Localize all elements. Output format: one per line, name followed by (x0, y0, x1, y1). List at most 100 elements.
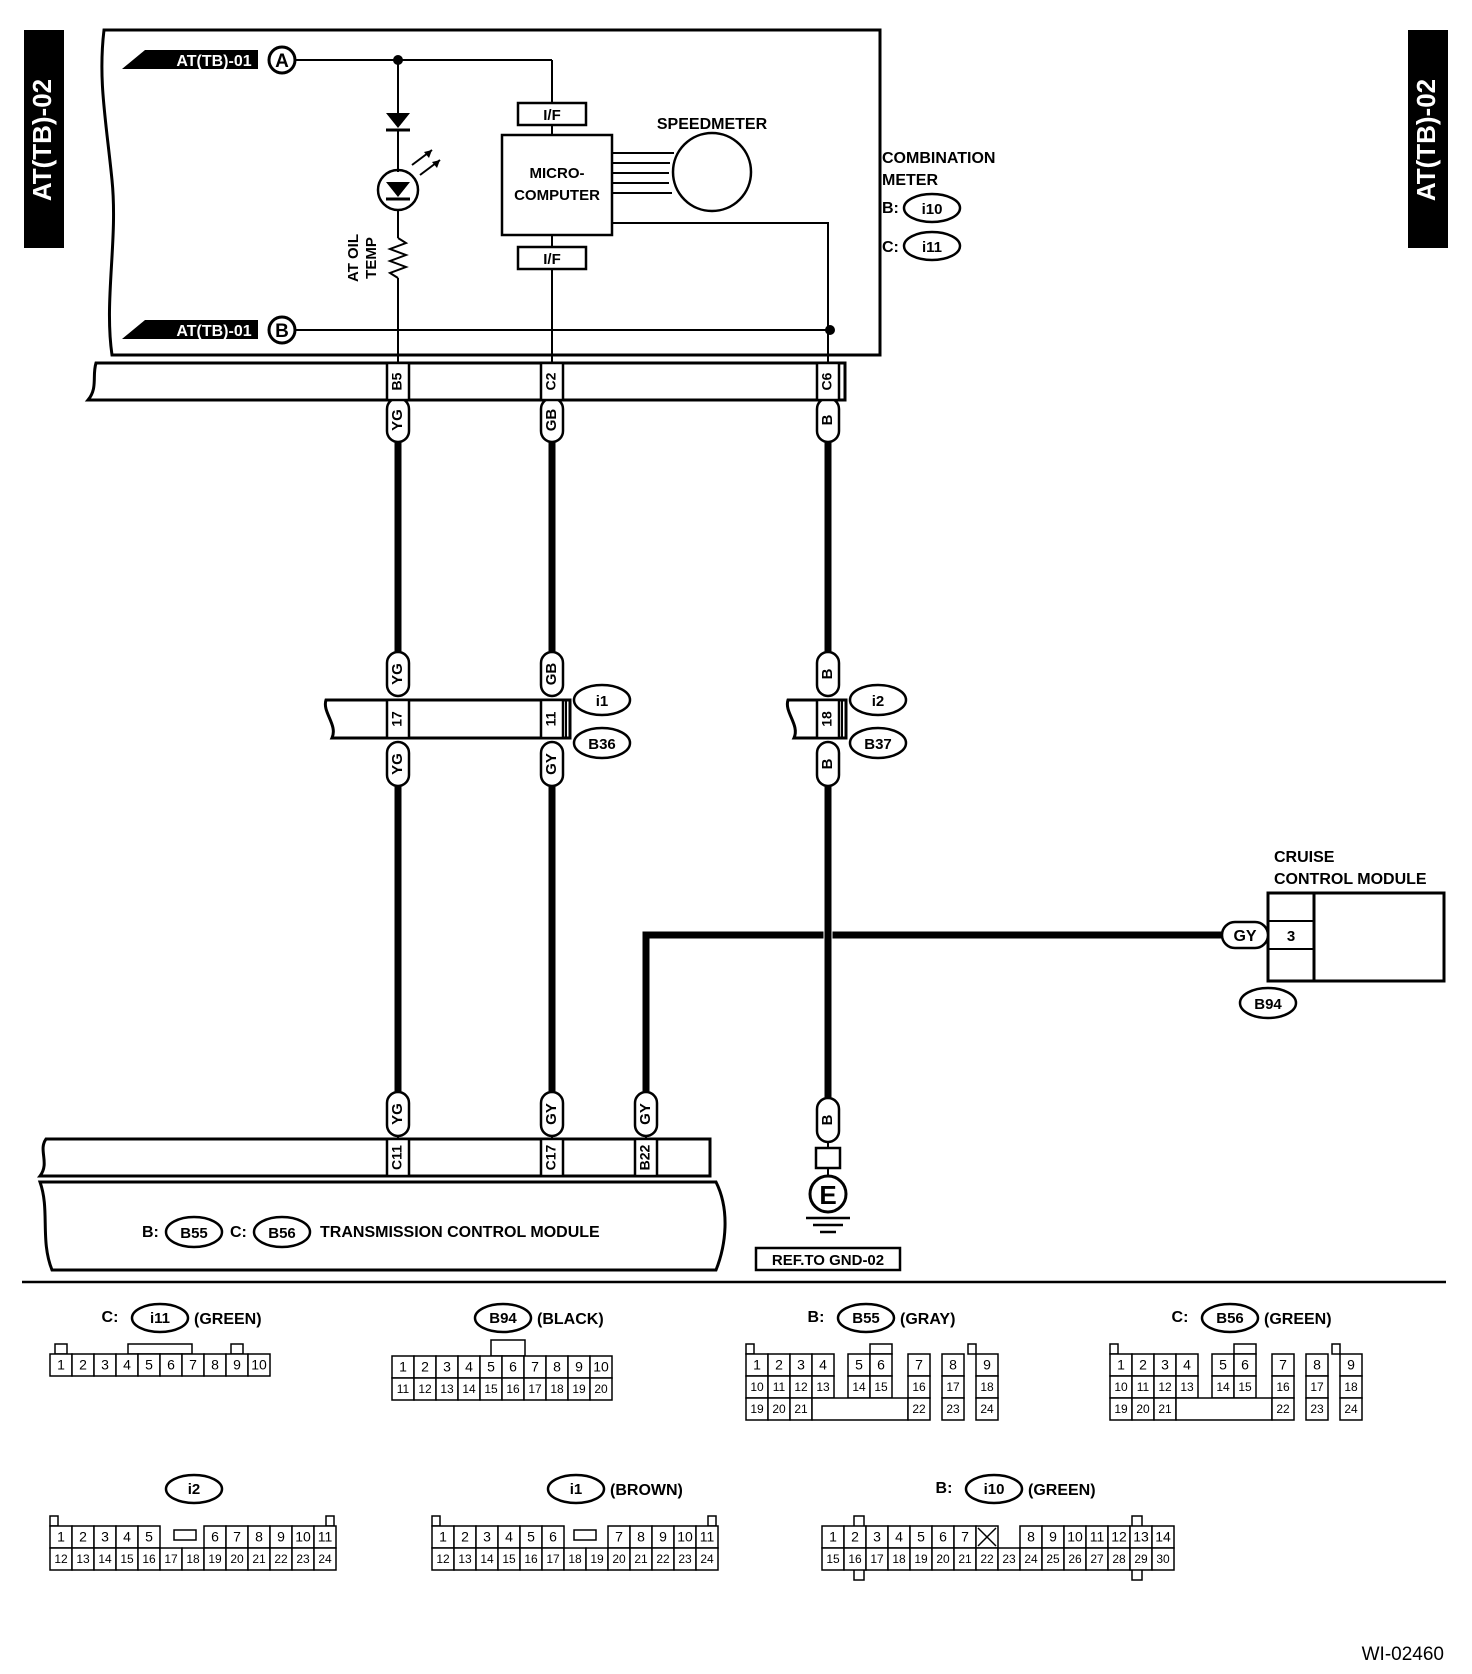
conn-view-i2-title: i2 (164, 1473, 224, 1505)
conn-view-i2-row1b-cell-6: 6 (211, 1529, 219, 1545)
conn-view-i10-row1-cell-3: 3 (873, 1529, 881, 1545)
oil-temp-label-2: TEMP (363, 237, 380, 279)
wire-runs (394, 440, 1222, 1100)
wire-tag-17-upper-pill (385, 650, 411, 698)
conn-view-b55-a-cell-1: 1 (753, 1357, 761, 1373)
conn-view-b94-row1-cell-4: 4 (465, 1359, 473, 1375)
conn-view-b55-i-cell-17: 17 (946, 1380, 960, 1394)
conn-view-i1-row2-cell-12: 12 (436, 1552, 450, 1566)
input-a-label: AT(TB)-01 (176, 53, 251, 70)
conn-view-i2-row2-cell-16: 16 (142, 1552, 156, 1566)
joint-pin-11: 11 (543, 711, 559, 726)
conn-view-i10-row2-cell-27: 27 (1090, 1552, 1104, 1566)
conn-view-i2-row1b-cell-9: 9 (277, 1529, 285, 1545)
page-tag-left-text: AT(TB)-02 (27, 79, 57, 201)
conn-view-i2-row2-cell-17: 17 (164, 1552, 178, 1566)
conn-view-i10-row1-cell-13: 13 (1133, 1529, 1149, 1545)
conn-view-i1-title: i1(BROWN) (546, 1473, 683, 1505)
conn-view-b94-row1-cell-9: 9 (575, 1359, 583, 1375)
tcm-prefix-b: B: (142, 1224, 159, 1241)
conn-view-i2-row2-cell-23: 23 (296, 1552, 310, 1566)
conn-view-i2-row2-cell-15: 15 (120, 1552, 134, 1566)
joint-pin-11-box (539, 698, 565, 740)
conn-view-i10-row2-cell-29: 29 (1134, 1552, 1148, 1566)
conn-view-b56-f-cell-12: 12 (1158, 1380, 1172, 1394)
page-tag-left: AT(TB)-02 (24, 30, 64, 248)
conn-view-i2-row1a-cell-3: 3 (101, 1529, 109, 1545)
conn-view-i1-row1a-cell-1: 1 (439, 1529, 447, 1545)
conn-view-b56-i-cell-17: 17 (1310, 1380, 1324, 1394)
wire-tag-18-lower: B (819, 758, 836, 769)
input-b-label: AT(TB)-01 (176, 323, 251, 340)
conn-view-i2-title-id: i2 (188, 1481, 201, 1498)
conn-view-b56-b-cell-6: 6 (1241, 1357, 1249, 1373)
conn-view-i2-row1b-cell-10: 10 (295, 1529, 311, 1545)
wire-tag-18-lower-pill (815, 740, 841, 788)
wire-tag-11-upper-pill (539, 650, 565, 698)
tcm-title: TRANSMISSION CONTROL MODULE (320, 1224, 600, 1241)
conn-view-b56-i: 17 (1305, 1375, 1329, 1399)
conn-view-b56-h: 16 (1271, 1375, 1295, 1399)
tcm-pin-b22: B22 (637, 1144, 653, 1170)
tcm-pin-c11: C11 (389, 1145, 405, 1170)
conn-view-i1-row1a-cell-4: 4 (505, 1529, 513, 1545)
conn-view-i1-row1b-cell-9: 9 (659, 1529, 667, 1545)
conn-view-b94-row1-cell-10: 10 (593, 1359, 609, 1375)
conn-view-b56-k-cell-21: 21 (1158, 1402, 1172, 1416)
conn-view-i2-row2-cell-12: 12 (54, 1552, 68, 1566)
conn-view-i10-row2-cell-19: 19 (914, 1552, 928, 1566)
conn-view-b55-j-cell-18: 18 (980, 1380, 994, 1394)
conn-view-i11-grid-cell-4: 4 (123, 1357, 131, 1373)
conn-view-b56-title-color: (GREEN) (1264, 1311, 1332, 1328)
conn-view-b56-f-cell-11: 11 (1137, 1380, 1150, 1394)
conn-view-b55-f-cell-11: 11 (773, 1380, 786, 1394)
conn-view-i10-row1-cell-12: 12 (1111, 1529, 1127, 1545)
conn-view-b94-row2-cell-19: 19 (572, 1382, 586, 1396)
conn-view-b94-title-id: B94 (489, 1310, 517, 1327)
conn-view-i10-row1-cell-5: 5 (917, 1529, 925, 1545)
conn-view-i10-row2-cell-17: 17 (870, 1552, 884, 1566)
conn-view-i2-row2-cell-19: 19 (208, 1552, 222, 1566)
wire-tag-11-upper: GB (543, 663, 560, 686)
conn-view-i1-row1a-cell-2: 2 (461, 1529, 469, 1545)
conn-view-b56-c-cell-7: 7 (1279, 1357, 1287, 1373)
conn-view-b94-row2-cell-12: 12 (418, 1382, 432, 1396)
conn-view-i2-row2-cell-24: 24 (318, 1552, 332, 1566)
conn-view-i11-grid-cell-8: 8 (211, 1357, 219, 1373)
conn-view-i1-row2-cell-18: 18 (568, 1552, 582, 1566)
conn-view-b94-title-color: (BLACK) (537, 1311, 604, 1328)
conn-view-b94-row1-cell-3: 3 (443, 1359, 451, 1375)
conn-view-i1-row2-cell-22: 22 (656, 1552, 670, 1566)
conn-view-i2-row2-cell-21: 21 (252, 1552, 266, 1566)
meter-pin-b5: B5 (389, 372, 405, 390)
conn-view-b55-d: 8 (941, 1353, 965, 1377)
joint-right-lower: B37 (864, 736, 892, 753)
joint-pin-18-box (815, 698, 841, 740)
joint-pin-18: 18 (819, 711, 835, 727)
conn-view-i10-title-id: i10 (984, 1481, 1005, 1498)
conn-view-b56-a-cell-3: 3 (1161, 1357, 1169, 1373)
wire-tag-b22: GY (637, 1103, 654, 1125)
conn-view-i11-grid-cell-9: 9 (233, 1357, 241, 1373)
conn-view-b55-a-cell-2: 2 (775, 1357, 783, 1373)
oil-temp-label-1: AT OIL (345, 234, 362, 282)
conn-view-b94-row1-cell-2: 2 (421, 1359, 429, 1375)
meter-pin-c2-box (539, 361, 565, 402)
conn-view-i10-row1-cell-1: 1 (829, 1529, 837, 1545)
micro-label-2: COMPUTER (514, 187, 600, 204)
micro-label-1: MICRO- (530, 165, 585, 182)
conn-view-b55-title-color: (GRAY) (900, 1311, 955, 1328)
cruise-connector: B94 (1254, 996, 1282, 1013)
conn-view-b55-k-cell-20: 20 (772, 1402, 786, 1416)
meter-conn-b: i10 (922, 201, 943, 218)
ground-e: E REF.TO GND-02 (754, 1134, 902, 1272)
tcm-pin-c17: C17 (543, 1144, 559, 1170)
ground-ref: REF.TO GND-02 (772, 1252, 884, 1269)
combination-meter: AT(TB)-01 A AT(TB)-01 B AT OIL TEMP I/F (84, 28, 995, 402)
conn-view-i1-row2-cell-13: 13 (458, 1552, 472, 1566)
meter-pin-c2: C2 (543, 372, 559, 390)
